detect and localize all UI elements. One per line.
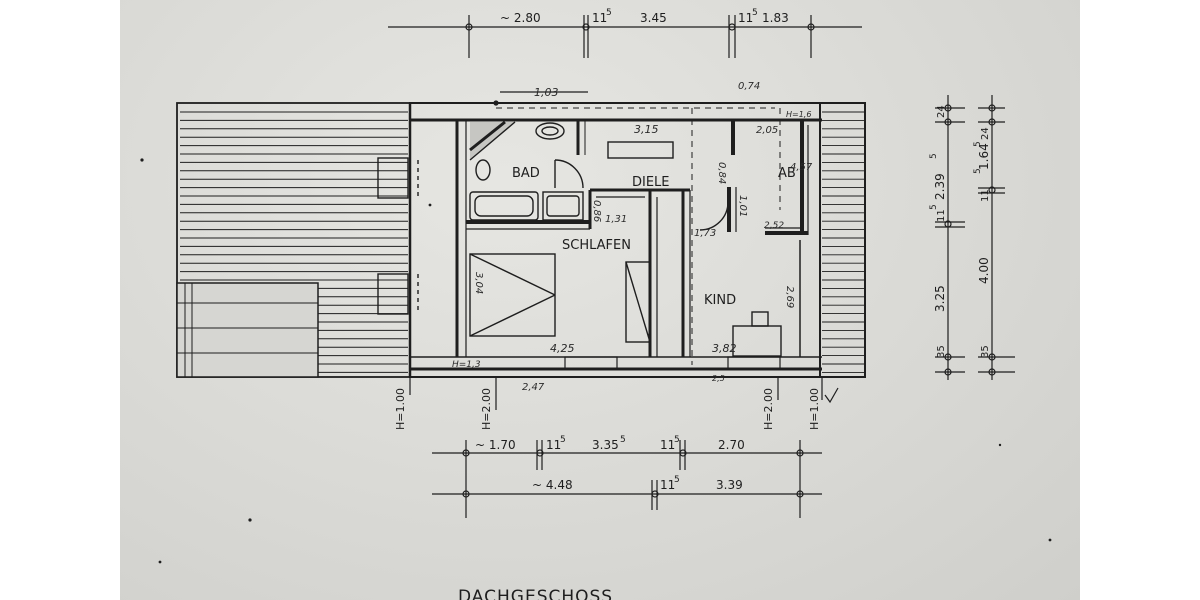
right2-dim-24: 24 (980, 127, 991, 140)
dim-1-03: 1,03 (534, 86, 559, 99)
room-ab-label: AB (778, 166, 796, 181)
dim-2-47: 2,47 (522, 382, 545, 393)
dim-3-82: 3,82 (712, 342, 737, 355)
right2-dim-4-00: 4.00 (977, 257, 991, 284)
dim-0-84: 0,84 (716, 162, 727, 184)
dim-0-86: 0,86 (591, 200, 602, 222)
right1-dim-11: 11 (936, 209, 947, 222)
top-dim-1: ~ 2.80 (500, 11, 541, 25)
dim-3-04: 3,04 (473, 272, 484, 294)
right2-dim-11: 11 (980, 189, 991, 202)
room-bad-label: BAD (512, 166, 540, 181)
dim-4-25: 4,25 (550, 342, 575, 355)
right1-dim-35: 35 (936, 345, 947, 358)
dim-1-73: 1,73 (694, 228, 716, 239)
top-dim-2-sup: 5 (606, 8, 612, 18)
right2-dim-11-sup: 5 (973, 168, 983, 174)
right2-dim-1-64-sup: 5 (973, 141, 983, 147)
bottom2-dim-2: 11 (660, 478, 675, 492)
dim-3-15: 3,15 (634, 123, 659, 136)
right1-dim-11-sup: 5 (929, 204, 939, 210)
labels: ~ 2.80 11 5 3.45 11 5 1.83 BAD DIELE AB … (394, 8, 991, 600)
right1-dim-3-25: 3.25 (933, 285, 947, 312)
right-dimension-chains (935, 95, 1015, 380)
right1-dim-24: 24 (936, 105, 947, 118)
dim-2-52: 2,52 (764, 221, 784, 231)
height-markers (409, 91, 839, 410)
top-dim-5: 1.83 (762, 11, 789, 25)
room-kind-label: KIND (704, 293, 736, 308)
dim-2-5: 2,5 (712, 374, 725, 383)
dim-2-05: 2,05 (756, 125, 778, 136)
right1-dim-2-39: 2.39 (933, 173, 947, 200)
bottom1-dim-3: 3.35 (592, 438, 619, 452)
dim-2-69: 2,69 (784, 286, 795, 308)
top-dim-4-sup: 5 (752, 8, 758, 18)
height-label-right-1: H=1.00 (808, 388, 821, 430)
dim-1-31: 1,31 (605, 214, 627, 225)
bottom2-dim-2-sup: 5 (674, 475, 680, 485)
paper-specks (140, 158, 1052, 564)
dim-1-01: 1,01 (737, 195, 748, 217)
dim-4-57: 4,57 (790, 162, 813, 173)
bottom1-dim-2: 11 (546, 438, 561, 452)
left-roof-hatching (176, 102, 411, 378)
bottom-dimension-chains (432, 440, 822, 518)
dim-0-74: 0,74 (738, 81, 760, 92)
bathroom-fixtures (377, 120, 782, 357)
balcony-area (176, 282, 319, 378)
top-dim-4: 11 (738, 11, 753, 25)
plan-title: DACHGESCHOSS (458, 587, 613, 600)
right1-dim-2-39-sup: 5 (929, 153, 939, 159)
top-dim-2: 11 (592, 11, 607, 25)
right2-dim-35: 35 (980, 345, 991, 358)
height-label-left-2: H=2.00 (480, 388, 493, 430)
height-label-right-2: H=2.00 (762, 388, 775, 430)
dim-h-1-3: H=1,3 (452, 360, 481, 370)
top-dim-3: 3.45 (640, 11, 667, 25)
blueprint-paper (120, 0, 1080, 600)
room-schlafen-label: SCHLAFEN (562, 238, 631, 253)
bottom2-dim-1: ~ 4.48 (532, 478, 573, 492)
bottom1-dim-4-sup: 5 (674, 435, 680, 445)
bottom2-dim-3: 3.39 (716, 478, 743, 492)
bottom1-dim-5: 2.70 (718, 438, 745, 452)
bottom1-dim-4: 11 (660, 438, 675, 452)
bottom1-dim-1: ~ 1.70 (475, 438, 516, 452)
top-dimension-chain (388, 15, 862, 58)
dim-h-1-6: H=1,6 (786, 110, 811, 119)
interior-walls (466, 107, 809, 370)
bottom1-dim-2-sup: 5 (560, 435, 566, 445)
right-roof-hatching (822, 111, 864, 373)
bottom1-dim-3-sup: 5 (620, 435, 626, 445)
right2-dim-1-64: 1.64 (977, 143, 991, 170)
height-label-left-1: H=1.00 (394, 388, 407, 430)
room-diele-label: DIELE (632, 175, 670, 190)
